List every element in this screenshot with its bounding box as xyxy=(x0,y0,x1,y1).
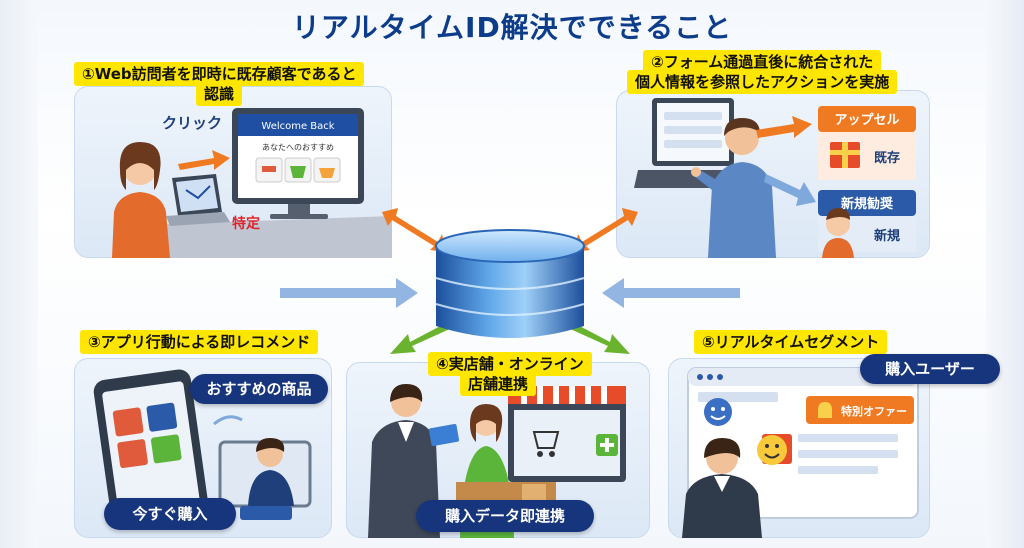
recommend-arrow-icon xyxy=(764,174,816,206)
man-body xyxy=(708,162,776,258)
panel-app-recommend-illustration xyxy=(93,369,312,527)
left-blue-arrow-icon xyxy=(280,278,418,308)
upper-right-orange-arrow-icon xyxy=(574,208,638,252)
new-label: 新規 xyxy=(874,228,900,244)
recommend-label: 新規勧奨 xyxy=(841,196,894,212)
upsell-arrow-icon xyxy=(756,116,812,138)
smiley-avatar-yellow-icon xyxy=(757,435,787,465)
panel-web-visitor-illustration: クリック Welcome Back あなたへのおすすめ 特定 xyxy=(112,108,392,258)
purchase-sync-badge: 購入データ即連携 xyxy=(416,500,594,532)
screen-header: Welcome Back xyxy=(261,121,334,132)
central-database-illustration xyxy=(280,208,740,354)
desk xyxy=(114,216,392,258)
click-text: クリック xyxy=(162,114,222,132)
identified-text: 特定 xyxy=(232,215,260,232)
cart-icon xyxy=(532,431,560,449)
upsell-label: アップセル xyxy=(834,113,899,128)
page-title: リアルタイムID解決でできること xyxy=(291,11,733,44)
panel-store-sync-label-line2: 店舗連携 xyxy=(460,372,537,396)
buyer-segment-bubble: 購入ユーザー xyxy=(860,354,1000,384)
screen-sub: あなたへのおすすめ xyxy=(262,143,334,152)
panel-web-visitor-label-line2: 認識 xyxy=(196,82,243,106)
woman-body xyxy=(112,192,170,258)
man-head xyxy=(725,121,759,155)
panel-form-action-illustration: アップセル 既存 新規勧奨 新規 xyxy=(634,98,916,258)
panel-app-recommend-label: ③アプリ行動による即レコメンド xyxy=(80,330,319,354)
existing-label: 既存 xyxy=(874,150,900,166)
database-cylinder-icon xyxy=(436,246,584,338)
recommend-bubble: おすすめの商品 xyxy=(190,374,328,404)
card-icon xyxy=(428,424,460,446)
smiley-avatar-blue-icon xyxy=(704,398,732,426)
user-body xyxy=(682,474,762,538)
panel-form-action-label-line2: 個人情報を参照したアクションを実施 xyxy=(627,70,898,94)
buy-now-button[interactable]: 今すぐ購入 xyxy=(104,498,236,530)
panel-realtime-segment-label: ⑤リアルタイムセグメント xyxy=(694,330,888,354)
lower-left-green-arrow-icon xyxy=(390,322,452,354)
right-blue-arrow-icon xyxy=(602,278,740,308)
panel-web-visitor-label-line1: ①Web訪問者を即時に既存顧客であると xyxy=(74,62,365,86)
bell-icon xyxy=(818,402,832,418)
lower-right-green-arrow-icon xyxy=(568,322,630,354)
panel-realtime-segment-illustration: 特別オファー xyxy=(682,367,919,538)
upper-left-orange-arrow-icon xyxy=(382,208,446,252)
special-offer-text: 特別オファー xyxy=(841,404,907,418)
click-arrow-icon xyxy=(178,150,230,170)
special-offer-box xyxy=(806,396,914,424)
upsell-box xyxy=(818,106,916,132)
